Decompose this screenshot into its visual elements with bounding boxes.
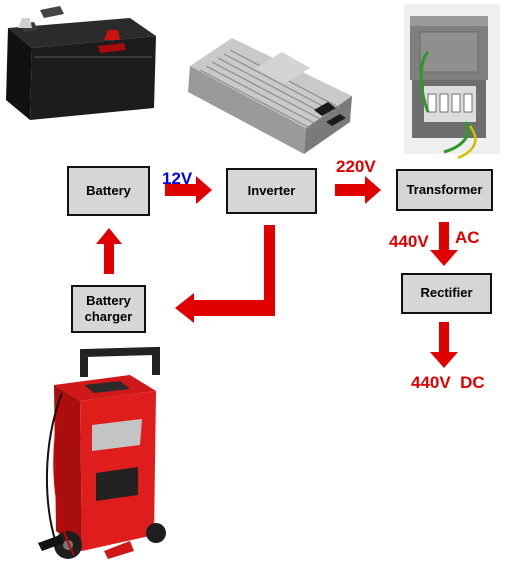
battery-block: Battery	[67, 166, 150, 216]
voltage-label-12v: 12V	[162, 169, 193, 188]
voltage-label-440v: 440V	[389, 232, 429, 251]
power-inverter-image	[188, 38, 352, 154]
inverter-block: Inverter	[226, 168, 317, 214]
transformer-block: Transformer	[396, 169, 493, 211]
arrow-rectifier-to-output	[430, 322, 458, 368]
battery-charger-image	[38, 346, 166, 559]
rectifier-block: Rectifier	[401, 273, 492, 314]
output-label-440v-dc: 440V DC	[411, 373, 485, 392]
current-type-label-ac: AC	[455, 228, 480, 247]
arrow-charger-to-battery	[96, 228, 122, 274]
arrow-transformer-to-rectifier	[430, 222, 458, 266]
arrow-inverter-to-charger	[175, 225, 275, 323]
voltage-label-220v: 220V	[336, 157, 376, 176]
car-battery-image	[6, 6, 156, 120]
transformer-image	[404, 4, 500, 160]
arrow-battery-to-inverter	[165, 176, 212, 204]
arrow-inverter-to-transformer	[335, 176, 381, 204]
battery-charger-block: Battery charger	[71, 285, 146, 333]
